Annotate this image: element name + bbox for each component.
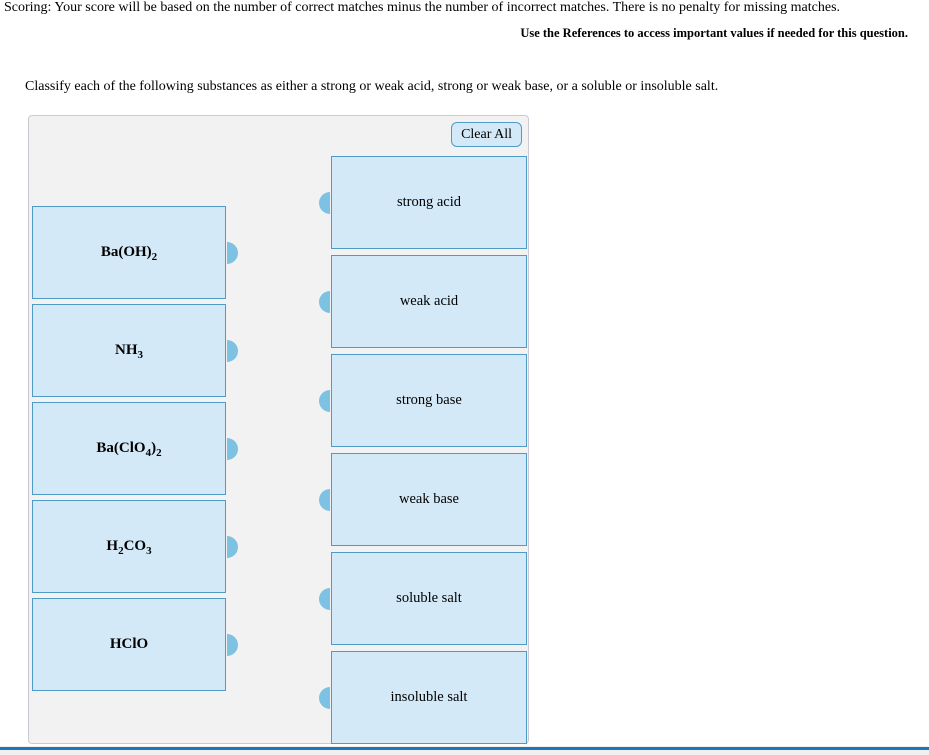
category-box[interactable]: soluble salt [319,552,527,645]
substance-box[interactable]: HClO [32,598,238,691]
bottom-rule [0,747,929,750]
connector-knob-icon[interactable] [227,535,238,558]
category-label: strong acid [396,194,462,210]
connector-knob-icon[interactable] [319,191,330,214]
connector-knob-icon[interactable] [319,686,330,709]
connector-knob-icon[interactable] [227,437,238,460]
connector-knob-icon[interactable] [227,339,238,362]
connector-knob-icon[interactable] [227,241,238,264]
category-label: soluble salt [396,590,462,606]
connector-knob-icon[interactable] [319,389,330,412]
substance-formula: HClO [109,636,149,652]
substance-box[interactable]: Ba(OH)2 [32,206,238,299]
substance-formula: Ba(OH)2 [100,244,158,263]
category-label: weak acid [399,293,459,309]
substances-column: Ba(OH)2 NH3 Ba(ClO4)2 H2CO3 HClO [32,206,238,691]
substance-box[interactable]: NH3 [32,304,238,397]
substance-box[interactable]: Ba(ClO4)2 [32,402,238,495]
categories-column: strong acid weak acid strong base weak b… [319,156,527,744]
category-box[interactable]: strong base [319,354,527,447]
references-note: Use the References to access important v… [520,26,908,40]
matching-panel: Clear All Ba(OH)2 NH3 Ba(ClO4)2 H2CO3 [28,115,529,744]
connector-knob-icon[interactable] [319,290,330,313]
category-label: strong base [396,392,462,408]
substance-formula: NH3 [115,342,143,361]
bottom-strip [0,746,929,755]
substance-formula: H2CO3 [106,538,152,557]
connector-knob-icon[interactable] [227,633,238,656]
connector-knob-icon[interactable] [319,587,330,610]
category-label: weak base [399,491,459,507]
instruction-text: Classify each of the following substance… [25,79,719,94]
category-box[interactable]: insoluble salt [319,651,527,744]
category-label: insoluble salt [390,689,468,705]
clear-all-button[interactable]: Clear All [451,122,522,147]
substance-box[interactable]: H2CO3 [32,500,238,593]
connector-knob-icon[interactable] [319,488,330,511]
scoring-text: Scoring: Your score will be based on the… [4,0,841,15]
category-box[interactable]: strong acid [319,156,527,249]
category-box[interactable]: weak acid [319,255,527,348]
substance-formula: Ba(ClO4)2 [96,440,162,459]
category-box[interactable]: weak base [319,453,527,546]
